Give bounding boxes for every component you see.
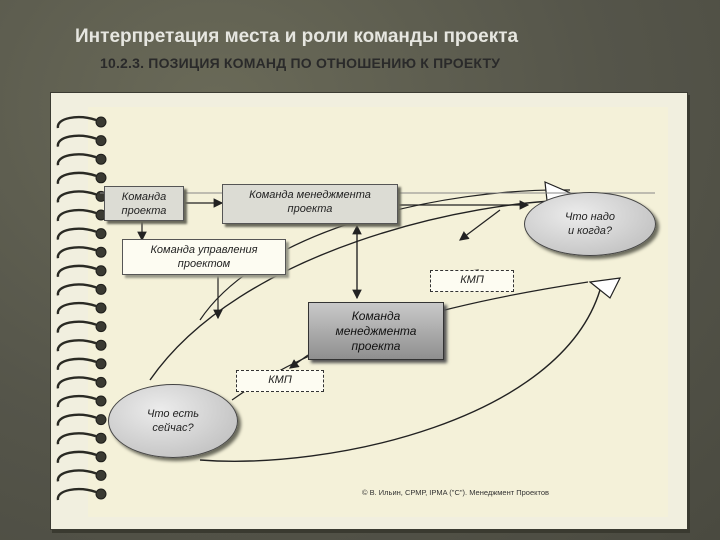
spiral-hole: [95, 283, 107, 295]
copyright-note: © В. Ильин, СРМР, IPMA ("C"). Менеджмент…: [362, 488, 550, 497]
project-mgmt-team-box: Команда управления проектом: [122, 239, 286, 275]
kmp-left-box: КМП: [236, 370, 324, 392]
spiral-ring: [56, 413, 97, 426]
pm-team-center-line-2: менеджмента: [335, 323, 417, 338]
spiral-hole: [95, 321, 107, 333]
spiral-ring: [56, 283, 97, 296]
spiral-ring: [56, 320, 97, 333]
pm-team-top-line-2: проекта: [287, 203, 333, 215]
spiral-ring: [56, 357, 97, 371]
spiral-ring: [56, 339, 97, 352]
pm-team-top-line-1: Команда менеджмента: [249, 189, 371, 201]
spiral-ring: [56, 450, 97, 464]
spiral-ring: [56, 171, 97, 185]
what-needed-line-2: и когда?: [567, 225, 613, 237]
spiral-hole: [95, 414, 107, 426]
spiral-ring: [56, 395, 97, 408]
spiral-ring: [56, 264, 97, 278]
spiral-hole: [95, 451, 107, 463]
spiral-hole: [95, 395, 107, 407]
spiral-hole: [95, 265, 107, 277]
spiral-hole: [95, 116, 107, 128]
spiral-ring: [56, 227, 97, 240]
spiral-ring: [56, 134, 97, 147]
spiral-ring: [56, 209, 97, 222]
spiral-hole: [95, 358, 107, 370]
spiral-ring: [56, 246, 97, 259]
kmp-right-box: КМП: [430, 270, 514, 292]
spiral-hole: [95, 246, 107, 258]
spiral-hole: [95, 302, 107, 314]
what-now-line-2: сейчас?: [152, 422, 194, 434]
spiral-ring: [56, 302, 97, 315]
cycle-loop-outer: [199, 289, 601, 462]
diagram-title: 10.2.3. ПОЗИЦИЯ КОМАНД ПО ОТНОШЕНИЮ К ПР…: [100, 55, 501, 71]
spiral-ring: [56, 376, 97, 389]
spiral-binding-icon: [56, 116, 107, 501]
project-mgmt-team-line-2: проектом: [177, 258, 231, 270]
spiral-ring: [56, 116, 97, 129]
spiral-hole: [95, 376, 107, 388]
pm-team-top-box: Команда менеджмента проекта: [222, 184, 398, 224]
spiral-ring: [56, 190, 97, 203]
project-team-line-1: Команда: [121, 191, 167, 203]
spiral-ring: [56, 153, 97, 166]
what-needed-line-1: Что надо: [565, 211, 615, 223]
spiral-hole: [95, 339, 107, 351]
slide-title: Интерпретация места и роли команды проек…: [75, 26, 519, 47]
spiral-hole: [95, 432, 107, 444]
project-mgmt-team-line-1: Команда управления: [150, 244, 258, 256]
what-now-line-1: Что есть: [146, 408, 200, 420]
spiral-hole: [95, 228, 107, 240]
pm-team-center-box: Команда менеджмента проекта: [308, 302, 444, 360]
arrow-kmp-left: [289, 354, 309, 369]
what-now-ellipse: Что есть сейчас?: [108, 384, 238, 458]
cycle-loop-arrowhead: [588, 277, 622, 299]
spiral-ring: [56, 488, 97, 501]
pm-team-center-line-1: Команда: [351, 308, 401, 323]
spiral-hole: [95, 488, 107, 500]
project-team-box: Команда проекта: [104, 186, 184, 221]
spiral-ring: [56, 432, 97, 445]
pm-team-center-line-3: проекта: [351, 338, 401, 353]
spiral-hole: [95, 135, 107, 147]
spiral-hole: [95, 469, 107, 481]
what-needed-ellipse: Что надо и когда?: [524, 192, 656, 256]
spiral-hole: [95, 153, 107, 165]
spiral-ring: [56, 469, 97, 482]
spiral-hole: [95, 172, 107, 184]
arrow-goal-up: [459, 209, 501, 241]
project-team-line-2: проекта: [121, 205, 167, 217]
